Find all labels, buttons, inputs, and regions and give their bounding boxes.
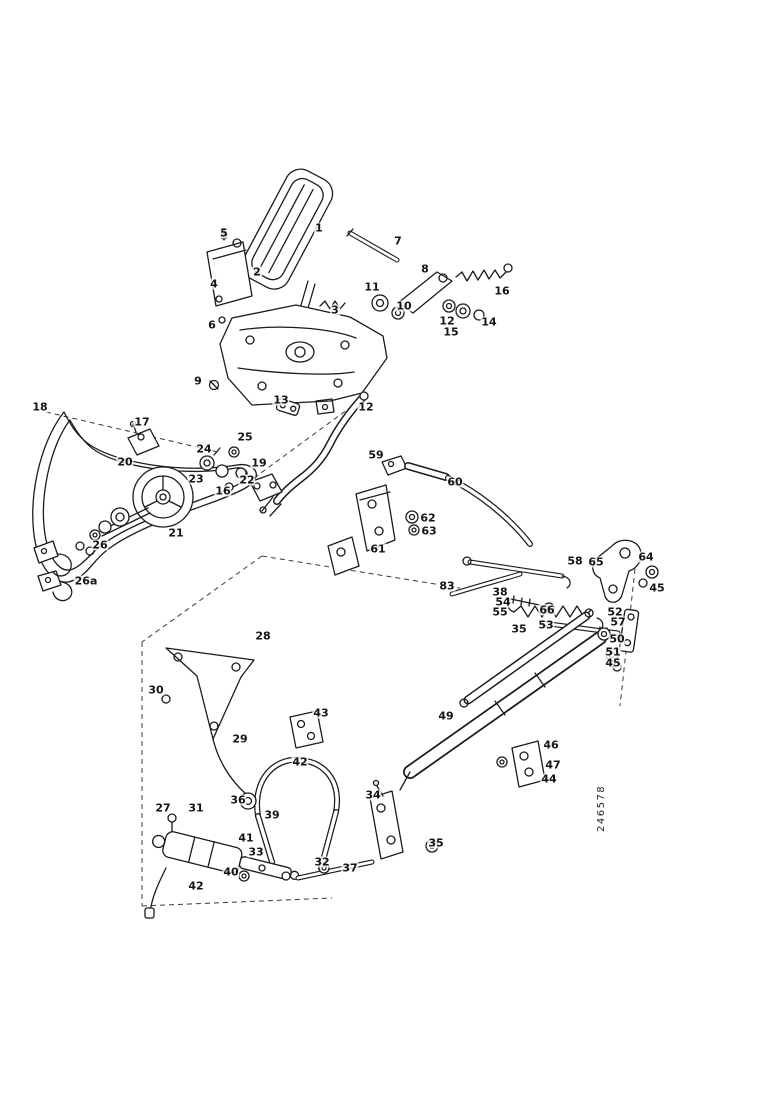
callout-11: 11 [363,280,381,294]
callout-40: 40 [222,865,240,879]
lever-and-spring [371,263,513,321]
callout-33: 33 [247,845,265,859]
callout-66: 66 [538,603,556,617]
callout-47: 47 [544,758,562,772]
callout-38: 38 [491,585,509,599]
callout-45: 45 [604,656,622,670]
clevis-bracket [369,779,404,860]
callout-6: 6 [207,318,217,332]
callout-37: 37 [341,861,359,875]
callout-16: 16 [493,284,511,298]
pedal [241,168,334,323]
callout-16: 16 [214,484,232,498]
pedal-bracket [206,227,253,324]
callout-41: 41 [237,831,255,845]
callout-8: 8 [420,262,430,276]
callout-57: 57 [609,615,627,629]
callout-45: 45 [648,581,666,595]
callout-42: 42 [187,879,205,893]
callout-13: 13 [272,393,290,407]
mount-bracket [127,420,160,456]
pulley-assembly [89,466,194,541]
callout-3: 3 [330,303,340,317]
callout-50: 50 [608,632,626,646]
construction-lines [45,395,637,907]
callout-63: 63 [420,524,438,538]
bellcrank-lever [259,391,369,517]
spring-link [381,455,533,547]
callout-22: 22 [238,473,256,487]
callout-58: 58 [566,554,584,568]
callout-1: 1 [314,221,324,235]
callout-23: 23 [187,472,205,486]
anchor-hooks [33,540,95,602]
right-bellcrank [592,539,659,603]
drag-link [449,556,571,597]
callout-32: 32 [313,855,331,869]
support-brackets [327,484,396,576]
callout-27: 27 [154,801,172,815]
lift-rod-2 [459,608,594,708]
callout-46: 46 [542,738,560,752]
callout-54: 54 [494,595,512,609]
callout-59: 59 [367,448,385,462]
callout-61: 61 [369,542,387,556]
triangular-lever [161,647,255,795]
callout-2: 2 [252,265,262,279]
callout-19: 19 [250,456,268,470]
callout-34: 34 [364,788,382,802]
callout-51: 51 [604,645,622,659]
callout-12: 12 [438,314,456,328]
callout-4: 4 [209,277,219,291]
callout-20: 20 [116,455,134,469]
callout-60: 60 [446,475,464,489]
callout-29: 29 [231,732,249,746]
callout-65: 65 [587,555,605,569]
callout-14: 14 [480,315,498,329]
callout-12: 12 [357,400,375,414]
washers-62-63 [405,510,420,536]
callout-64: 64 [637,550,655,564]
callout-28: 28 [254,629,272,643]
callout-17: 17 [133,415,151,429]
main-mounting-plate [208,300,388,415]
callout-36: 36 [229,793,247,807]
callout-24: 24 [195,442,213,456]
callout-10: 10 [395,299,413,313]
callout-52: 52 [606,605,624,619]
callout-9: 9 [193,374,203,388]
lift-tube [399,627,611,791]
callout-42: 42 [291,755,309,769]
callout-7: 7 [393,234,403,248]
callout-53: 53 [537,618,555,632]
callout-5: 5 [219,226,229,240]
callout-43: 43 [312,706,330,720]
cable [144,867,167,919]
callout-62: 62 [419,511,437,525]
callout-49: 49 [437,709,455,723]
callout-44: 44 [540,772,558,786]
callout-18: 18 [31,400,49,414]
drawing-number: 246578 [596,784,607,832]
callout-26: 26 [91,538,109,552]
callout-31: 31 [187,801,205,815]
damper-cylinder [152,831,300,880]
callout-35: 35 [427,836,445,850]
callout-21: 21 [167,526,185,540]
callout-83: 83 [438,579,456,593]
pivot-pin [346,228,400,263]
callout-35: 35 [510,622,528,636]
callout-55: 55 [491,605,509,619]
callout-15: 15 [442,325,460,339]
clevis-plate [249,473,283,502]
callout-25: 25 [236,430,254,444]
callout-26a: 26a [73,574,99,588]
callout-39: 39 [263,808,281,822]
callout-30: 30 [147,683,165,697]
yoke-bracket [496,740,546,788]
small-bracket-43 [289,710,324,749]
